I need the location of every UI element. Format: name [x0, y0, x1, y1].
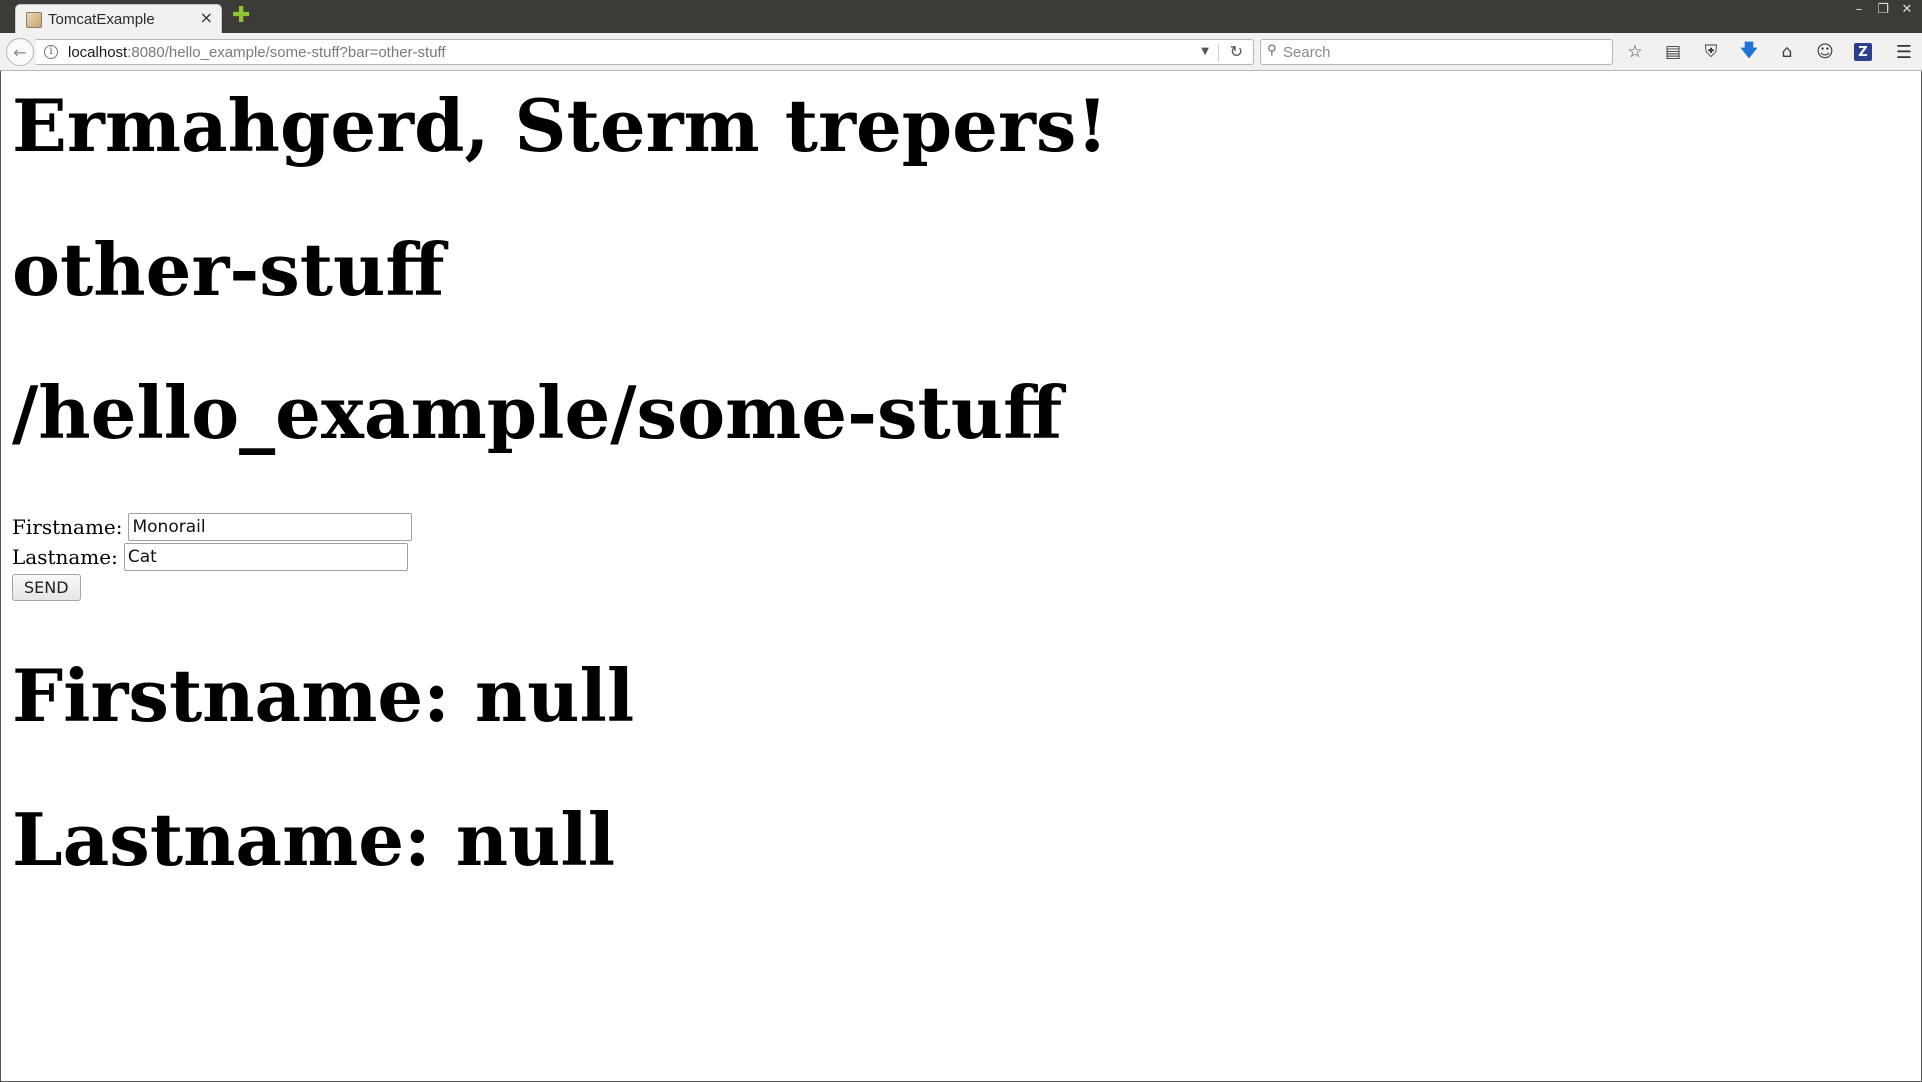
url-history-dropdown-icon[interactable]: ▼: [1201, 46, 1209, 57]
name-form: Firstname: Lastname: SEND: [12, 512, 413, 601]
address-bar[interactable]: i localhost:8080/hello_example/some-stuf…: [36, 39, 1254, 65]
download-icon[interactable]: 🡇: [1740, 40, 1758, 61]
window-border-left: [0, 71, 1, 1082]
menu-icon[interactable]: ☰: [1895, 42, 1912, 63]
minimize-icon[interactable]: –: [1855, 2, 1863, 17]
reader-list-icon[interactable]: ▤: [1664, 42, 1682, 62]
firstname-result: Firstname: null: [12, 653, 635, 738]
star-icon[interactable]: ☆: [1627, 42, 1643, 62]
tab-close-icon[interactable]: ×: [199, 8, 213, 27]
firstname-label: Firstname:: [12, 515, 123, 539]
page-title: Ermahgerd, Sterm trepers!: [12, 83, 1109, 168]
lastname-result: Lastname: null: [12, 797, 616, 882]
chat-icon[interactable]: ☺: [1816, 42, 1834, 62]
send-button[interactable]: SEND: [12, 574, 81, 601]
url-text[interactable]: localhost:8080/hello_example/some-stuff?…: [68, 44, 446, 61]
zotero-icon[interactable]: Z: [1854, 43, 1872, 61]
search-icon: ⚲: [1267, 43, 1277, 58]
toolbar-icons: ☆ ▤ ⛨ 🡇 ⌂ ☺ Z: [1622, 40, 1876, 64]
lastname-label: Lastname:: [12, 545, 118, 569]
site-info-icon[interactable]: i: [44, 45, 58, 59]
firstname-row: Firstname:: [12, 512, 413, 542]
lastname-field[interactable]: [123, 543, 408, 571]
search-bar[interactable]: ⚲: [1260, 39, 1613, 65]
browser-tab[interactable]: TomcatExample ×: [15, 4, 222, 33]
new-tab-icon[interactable]: ✚: [232, 3, 251, 28]
home-icon[interactable]: ⌂: [1781, 42, 1793, 62]
search-input[interactable]: [1283, 41, 1605, 63]
window-controls: – ❐ ✕: [1852, 2, 1914, 17]
restore-icon[interactable]: ❐: [1877, 2, 1889, 17]
url-host: localhost: [68, 44, 128, 61]
firstname-field[interactable]: [128, 513, 413, 541]
back-arrow-icon: ←: [13, 42, 27, 62]
url-divider: [1218, 44, 1219, 62]
navigation-bar: ← i localhost:8080/hello_example/some-st…: [0, 33, 1922, 71]
url-path: :8080/hello_example/some-stuff?bar=other…: [127, 44, 446, 61]
favicon-icon: [26, 12, 42, 28]
close-window-icon[interactable]: ✕: [1901, 2, 1913, 17]
request-uri-heading: /hello_example/some-stuff: [12, 370, 1063, 455]
reload-icon[interactable]: ↻: [1229, 42, 1243, 61]
pocket-icon[interactable]: ⛨: [1704, 42, 1718, 62]
tab-strip: TomcatExample × ✚ – ❐ ✕: [0, 0, 1922, 33]
query-param-heading: other-stuff: [12, 227, 445, 312]
back-button[interactable]: ←: [6, 38, 34, 66]
tab-title: TomcatExample: [48, 11, 155, 28]
lastname-row: Lastname:: [12, 542, 412, 572]
